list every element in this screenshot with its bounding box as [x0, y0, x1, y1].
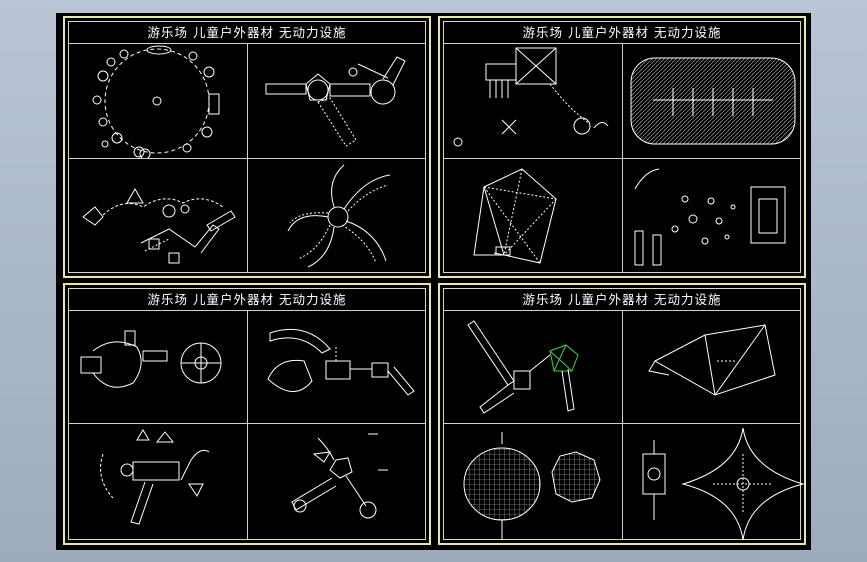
drawing-sheet-2: 游乐场 儿童户外器材 无动力设施: [438, 16, 806, 278]
four-point-net-climber-plan: [623, 424, 804, 541]
star-shaped-platform-plan: [623, 311, 804, 423]
sheet-title: 游乐场 儿童户外器材 无动力设施: [444, 22, 800, 44]
themed-play-house-plan: [69, 311, 247, 423]
small-equipment-details: [623, 159, 804, 274]
linear-play-structure-plan: [69, 159, 247, 274]
hatched-island-plan: [623, 44, 804, 158]
y-shaped-structure-plan: [248, 424, 429, 541]
cad-drawing-canvas: 游乐场 儿童户外器材 无动力设施: [56, 13, 811, 550]
ring-play-structure-plan: [69, 44, 247, 158]
drawing-sheet-4: 游乐场 儿童户外器材 无动力设施: [438, 283, 806, 545]
tower-slide-plan-1: [248, 44, 429, 158]
net-climbing-tower-plan: [444, 159, 622, 274]
spherical-net-climber-plan: [444, 424, 622, 541]
sheet-title: 游乐场 儿童户外器材 无动力设施: [444, 289, 800, 311]
pinwheel-slide-plan: [248, 159, 429, 274]
square-tower-slide-plan: [444, 44, 622, 158]
diagonal-slide-tower-plan: [444, 311, 622, 423]
tower-slide-plan-2: [69, 424, 247, 541]
crawl-tube-structure-plan: [248, 311, 429, 423]
sheet-title: 游乐场 儿童户外器材 无动力设施: [69, 22, 425, 44]
sheet-title: 游乐场 儿童户外器材 无动力设施: [69, 289, 425, 311]
drawing-sheet-3: 游乐场 儿童户外器材 无动力设施: [63, 283, 431, 545]
drawing-sheet-1: 游乐场 儿童户外器材 无动力设施: [63, 16, 431, 278]
